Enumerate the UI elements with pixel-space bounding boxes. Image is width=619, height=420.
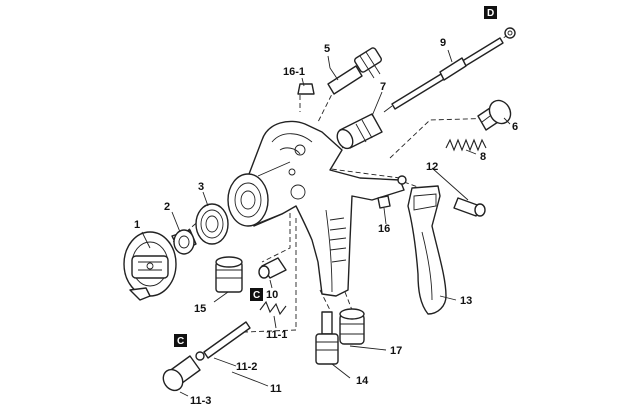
box-label-c-upper-text: C [253, 290, 260, 301]
box-label-c-lower-text: C [177, 336, 184, 347]
adjusting-knob [477, 99, 512, 131]
box-label-c-upper: C [250, 288, 263, 301]
fitting-10 [258, 257, 287, 279]
air-valve [336, 113, 383, 150]
baffle [195, 203, 229, 245]
label-16-1: 16-1 [283, 66, 305, 78]
label-11-2: 11-2 [236, 361, 257, 373]
screw-16 [377, 195, 391, 209]
label-8: 8 [480, 151, 486, 163]
label-1: 1 [134, 219, 140, 231]
trigger-pin [397, 175, 486, 217]
label-11-3: 11-3 [190, 395, 211, 407]
label-14: 14 [356, 375, 369, 387]
gun-body [227, 120, 405, 297]
fluid-adjust-assembly [162, 300, 287, 392]
fluid-nozzle [171, 229, 197, 255]
fluid-fitting-14 [315, 311, 339, 365]
air-inlet-17 [339, 308, 365, 345]
fluid-inlet [215, 256, 243, 293]
label-10: 10 [266, 289, 278, 301]
box-label-d-text: D [487, 8, 494, 19]
label-6: 6 [512, 121, 518, 133]
air-cap [123, 231, 177, 301]
label-3: 3 [198, 181, 204, 193]
plug-16-1 [297, 83, 315, 95]
label-11: 11 [270, 383, 282, 395]
box-label-c-lower: C [174, 334, 187, 347]
leader-lines [141, 49, 511, 397]
trigger [407, 185, 447, 315]
box-label-d: D [484, 6, 497, 19]
label-17: 17 [390, 345, 402, 357]
label-7: 7 [380, 81, 386, 93]
label-9: 9 [440, 37, 446, 49]
part-labels: 1 2 3 5 16-1 7 9 6 8 12 16 13 17 14 15 1… [134, 37, 518, 407]
label-13: 13 [460, 295, 472, 307]
label-5: 5 [324, 43, 330, 55]
label-12: 12 [426, 161, 438, 173]
needle-nut [504, 27, 516, 39]
fluid-fitting [327, 47, 382, 95]
label-2: 2 [164, 201, 170, 213]
needle-spring [445, 138, 487, 152]
label-15: 15 [194, 303, 206, 315]
fluid-needle [383, 37, 504, 113]
label-11-1: 11-1 [266, 329, 287, 341]
label-16: 16 [378, 223, 390, 235]
